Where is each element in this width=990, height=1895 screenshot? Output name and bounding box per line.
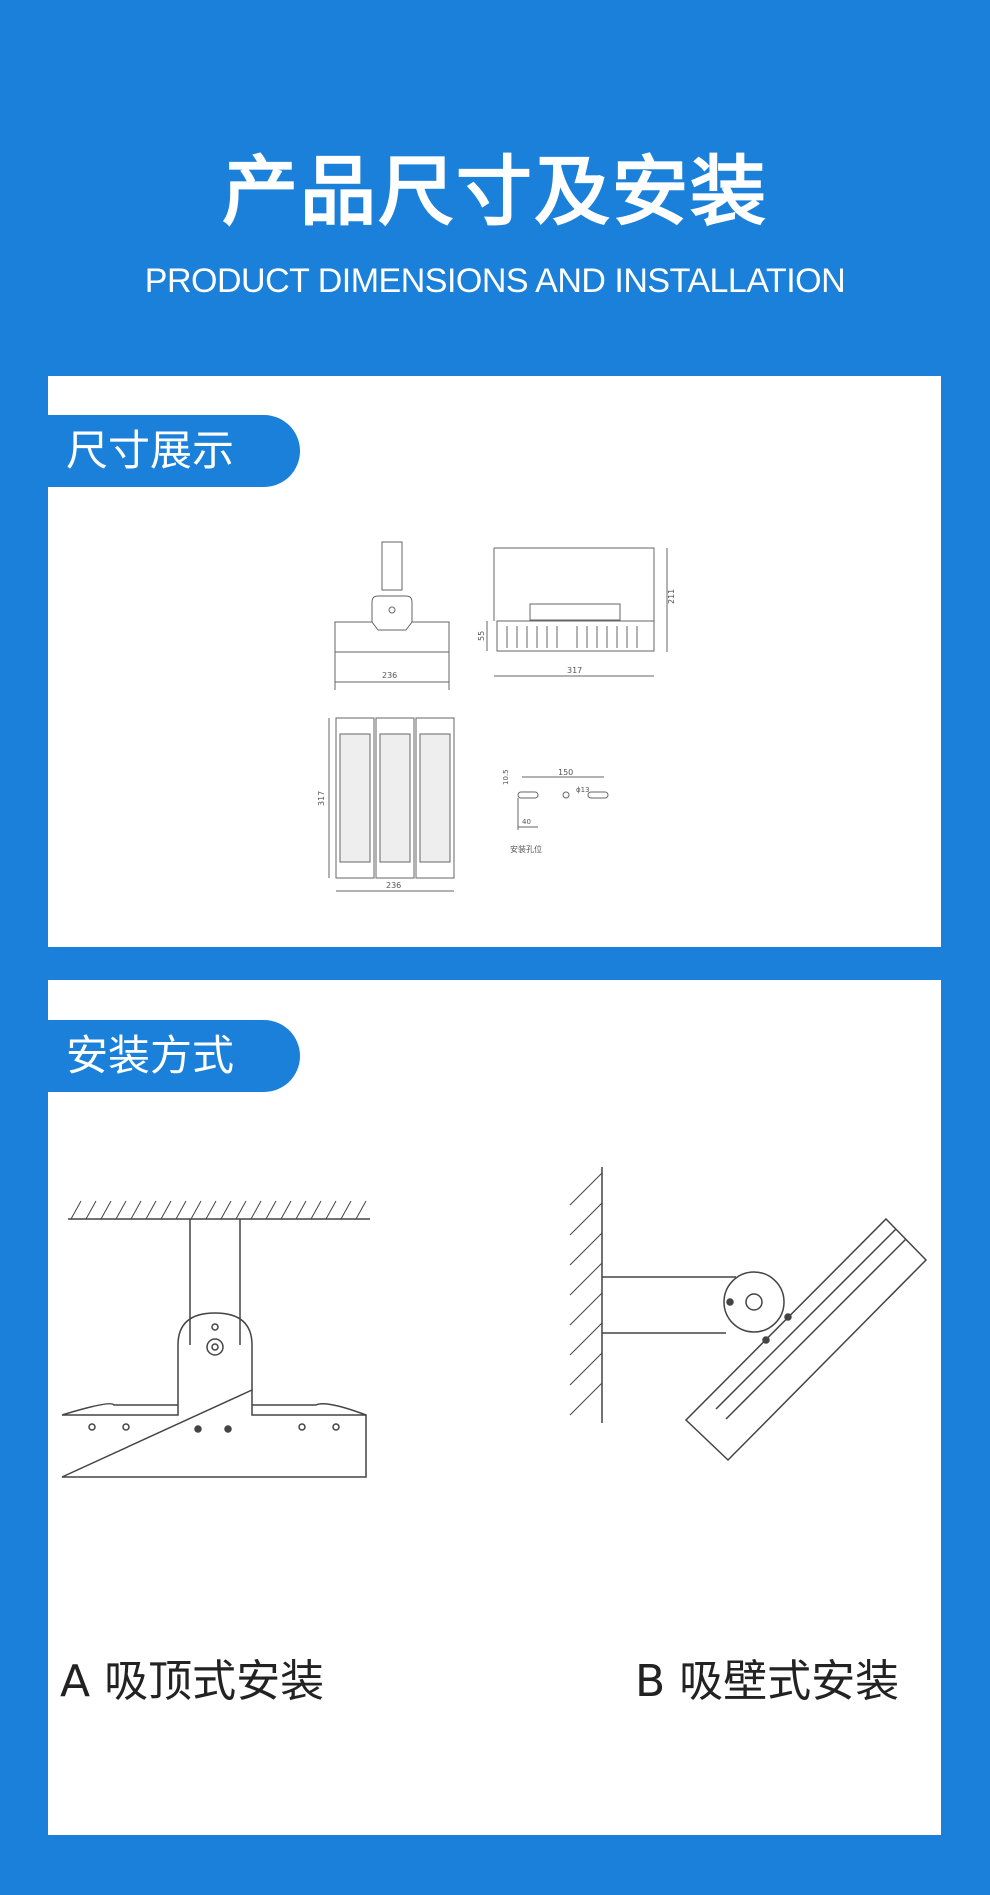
front-width-label: 236 — [382, 671, 397, 680]
page-title: 产品尺寸及安装 — [222, 147, 768, 236]
mounting-holes-drawing: 150 10.5 ϕ13 40 安装孔位 — [502, 768, 609, 854]
wall-mount-drawing — [569, 1167, 928, 1462]
hole-spacing-label: 150 — [558, 768, 573, 777]
dimensions-tab: 尺寸展示 — [48, 415, 300, 487]
bottom-length-label: 317 — [317, 791, 326, 806]
bottom-width-label: 236 — [386, 881, 401, 890]
side-length-label: 317 — [567, 666, 582, 675]
hole-offset-label: 10.5 — [502, 769, 510, 785]
page-subtitle: PRODUCT DIMENSIONS AND INSTALLATION — [144, 262, 846, 300]
installation-panel: 安装方式 — [48, 980, 941, 1835]
dimensions-panel: 尺寸展示 — [48, 376, 941, 947]
side-body-height-label: 55 — [477, 631, 486, 641]
front-view-drawing: 236 — [334, 541, 450, 690]
wall-mount-caption: B 吸壁式安装 — [635, 1656, 900, 1707]
bottom-view-drawing: 317 236 — [317, 717, 455, 892]
installation-tab: 安装方式 — [48, 1020, 300, 1092]
side-view-drawing: 211 55 317 — [477, 547, 676, 677]
side-height-label: 211 — [667, 589, 676, 604]
hole-diameter-label: ϕ13 — [576, 786, 590, 794]
ceiling-mount-drawing — [61, 1200, 370, 1478]
hole-caption: 安装孔位 — [510, 844, 542, 854]
ceiling-mount-caption: A 吸顶式安装 — [60, 1656, 325, 1707]
hole-edge-label: 40 — [522, 818, 531, 826]
